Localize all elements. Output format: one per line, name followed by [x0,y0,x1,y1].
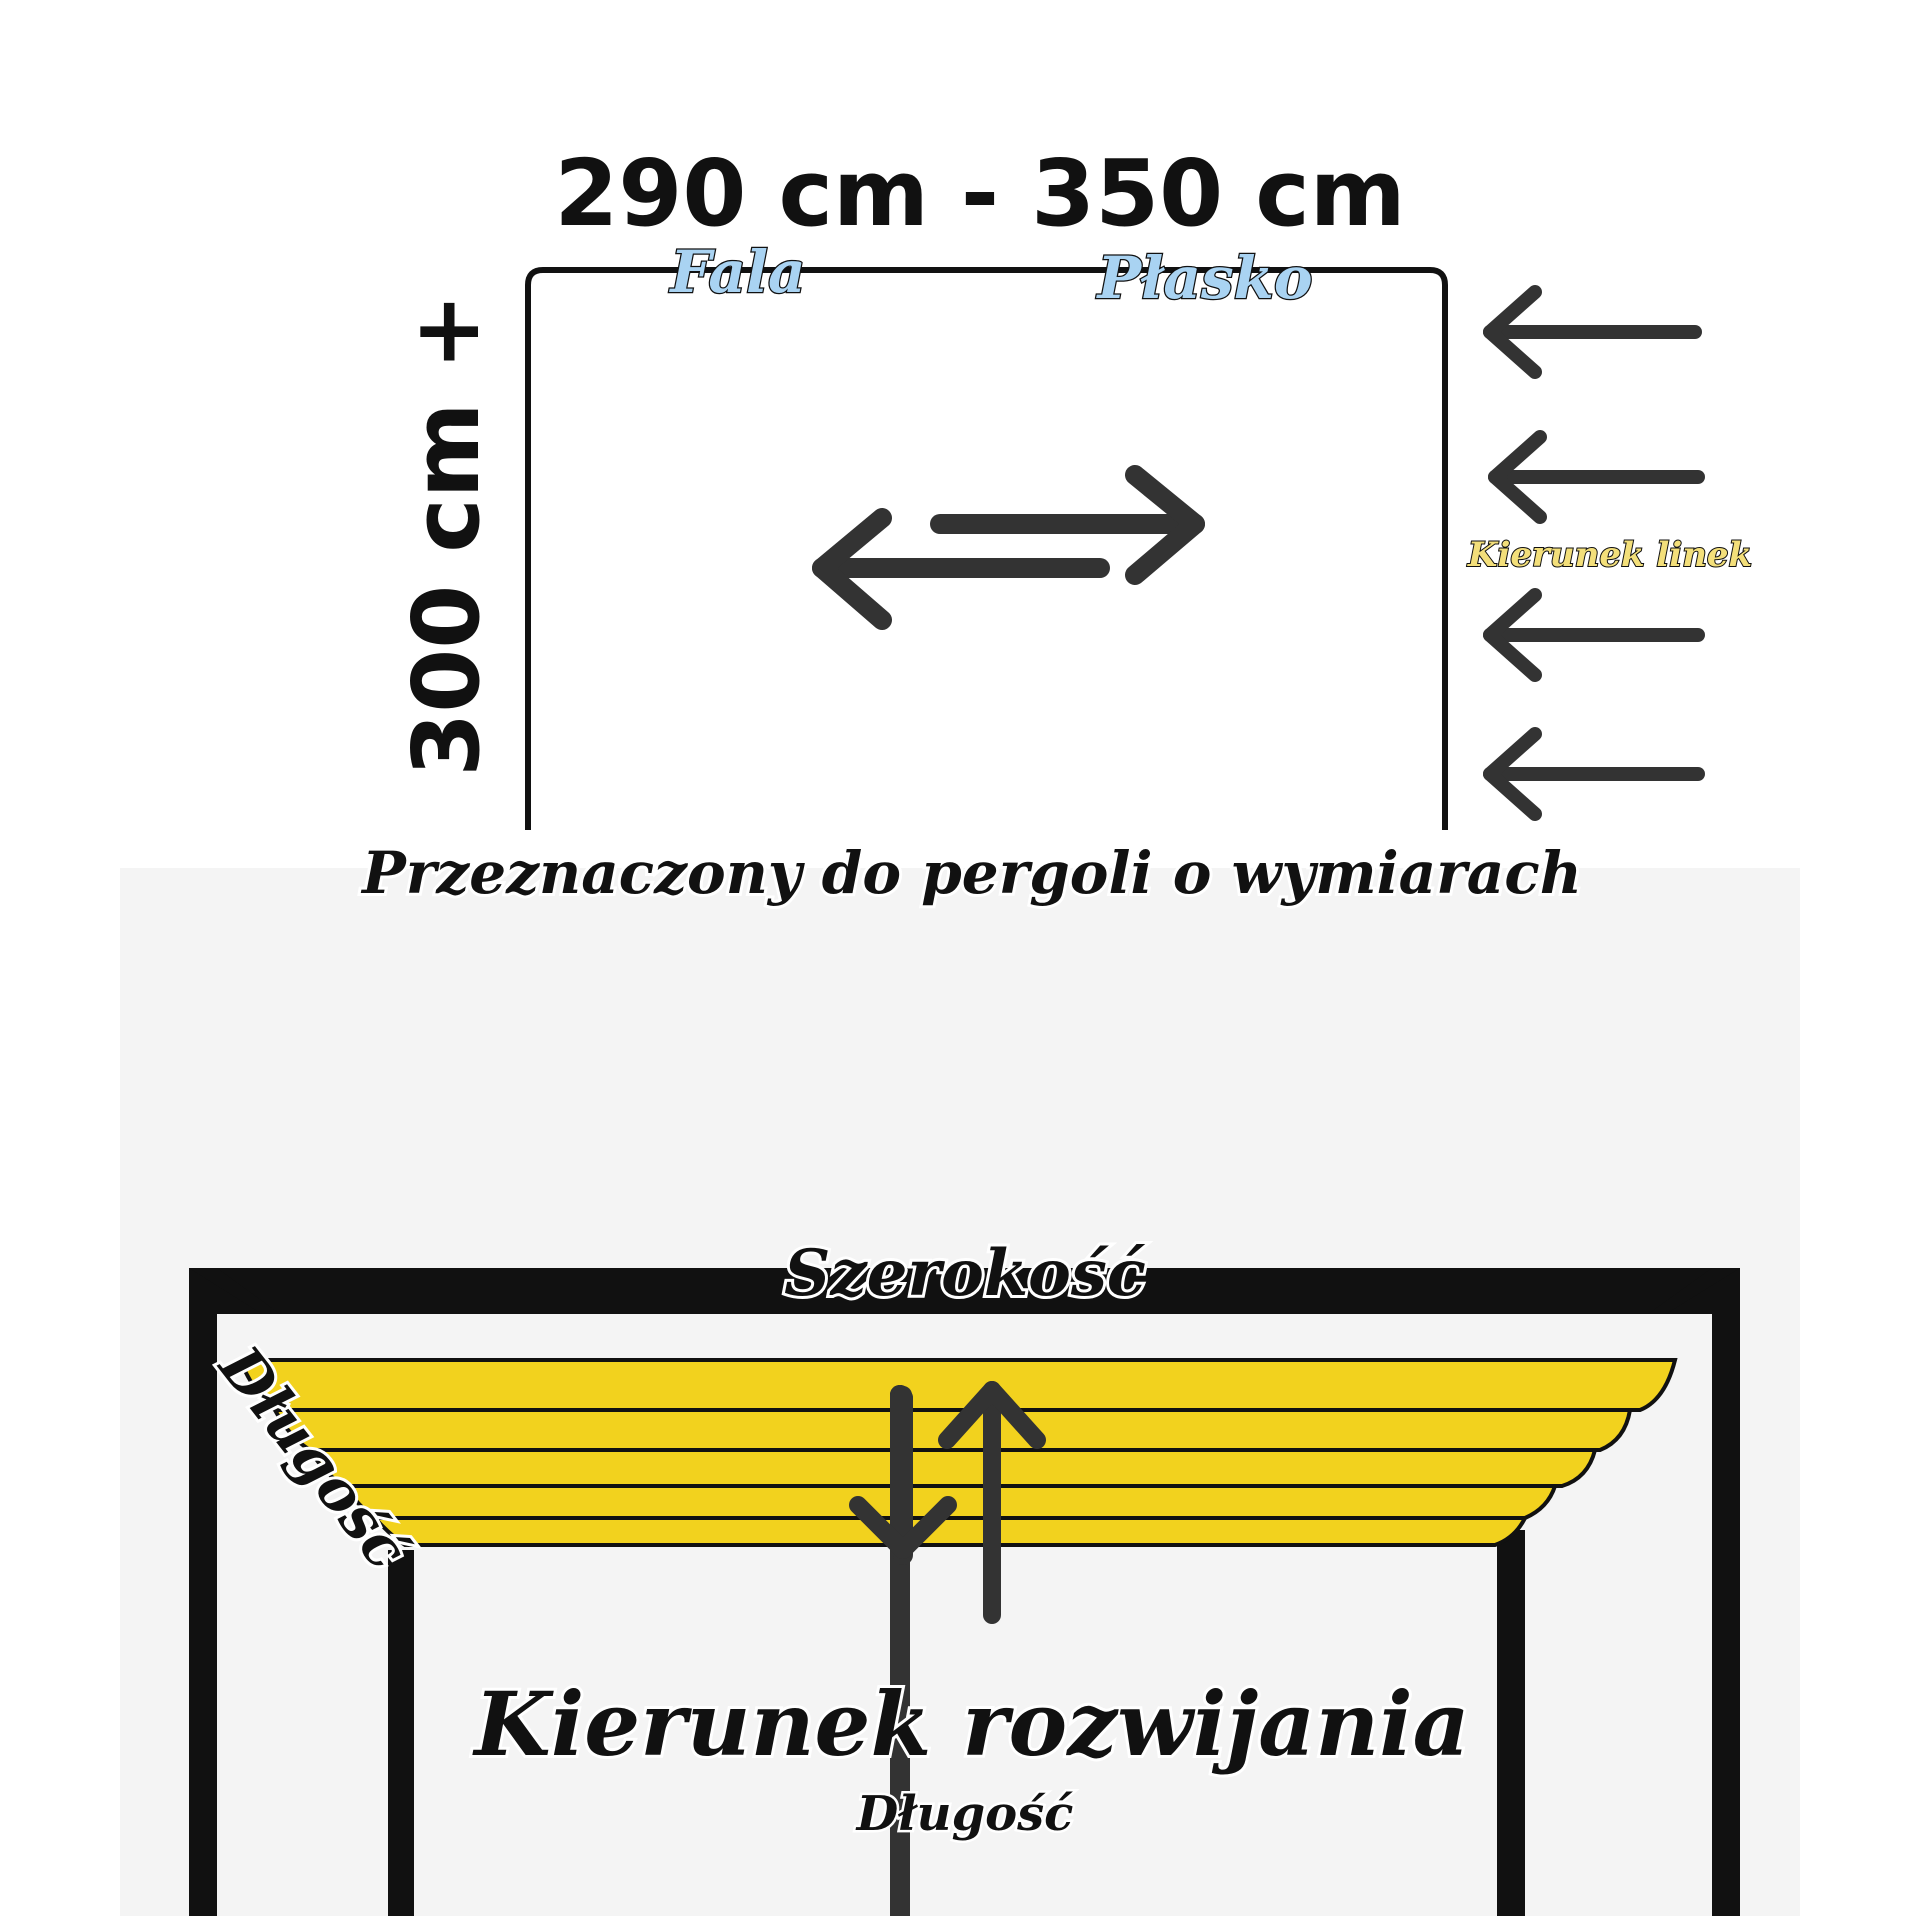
plasko-label: Płasko [1095,244,1312,312]
fala-label: Fala [668,238,805,306]
up-pointing-arrow-icon [938,1381,1046,1624]
double-horizontal-arrow-icon [812,465,1205,630]
caption-label: Przeznaczony do pergoli o wymiarach [360,839,1582,907]
length-label-bottom: Długość [855,1786,1074,1842]
top-diagram: 290 cm - 350 cm Fala Płasko 300 cm + Kie… [357,140,1753,910]
down-pointing-arrow-icon [849,1386,957,1559]
lines-direction-label: Kierunek linek [1467,535,1752,575]
width-label-bottom: Szerokość [784,1236,1146,1311]
left-arrow-icon [1483,285,1705,821]
height-label: 300 cm + [393,293,500,777]
top-frame [525,267,1448,830]
direction-label: Kierunek rozwijania [471,1672,1469,1776]
bottom-diagram [189,1268,1740,1916]
width-label: 290 cm - 350 cm [554,140,1405,247]
pergola-frame [189,1268,1740,1916]
